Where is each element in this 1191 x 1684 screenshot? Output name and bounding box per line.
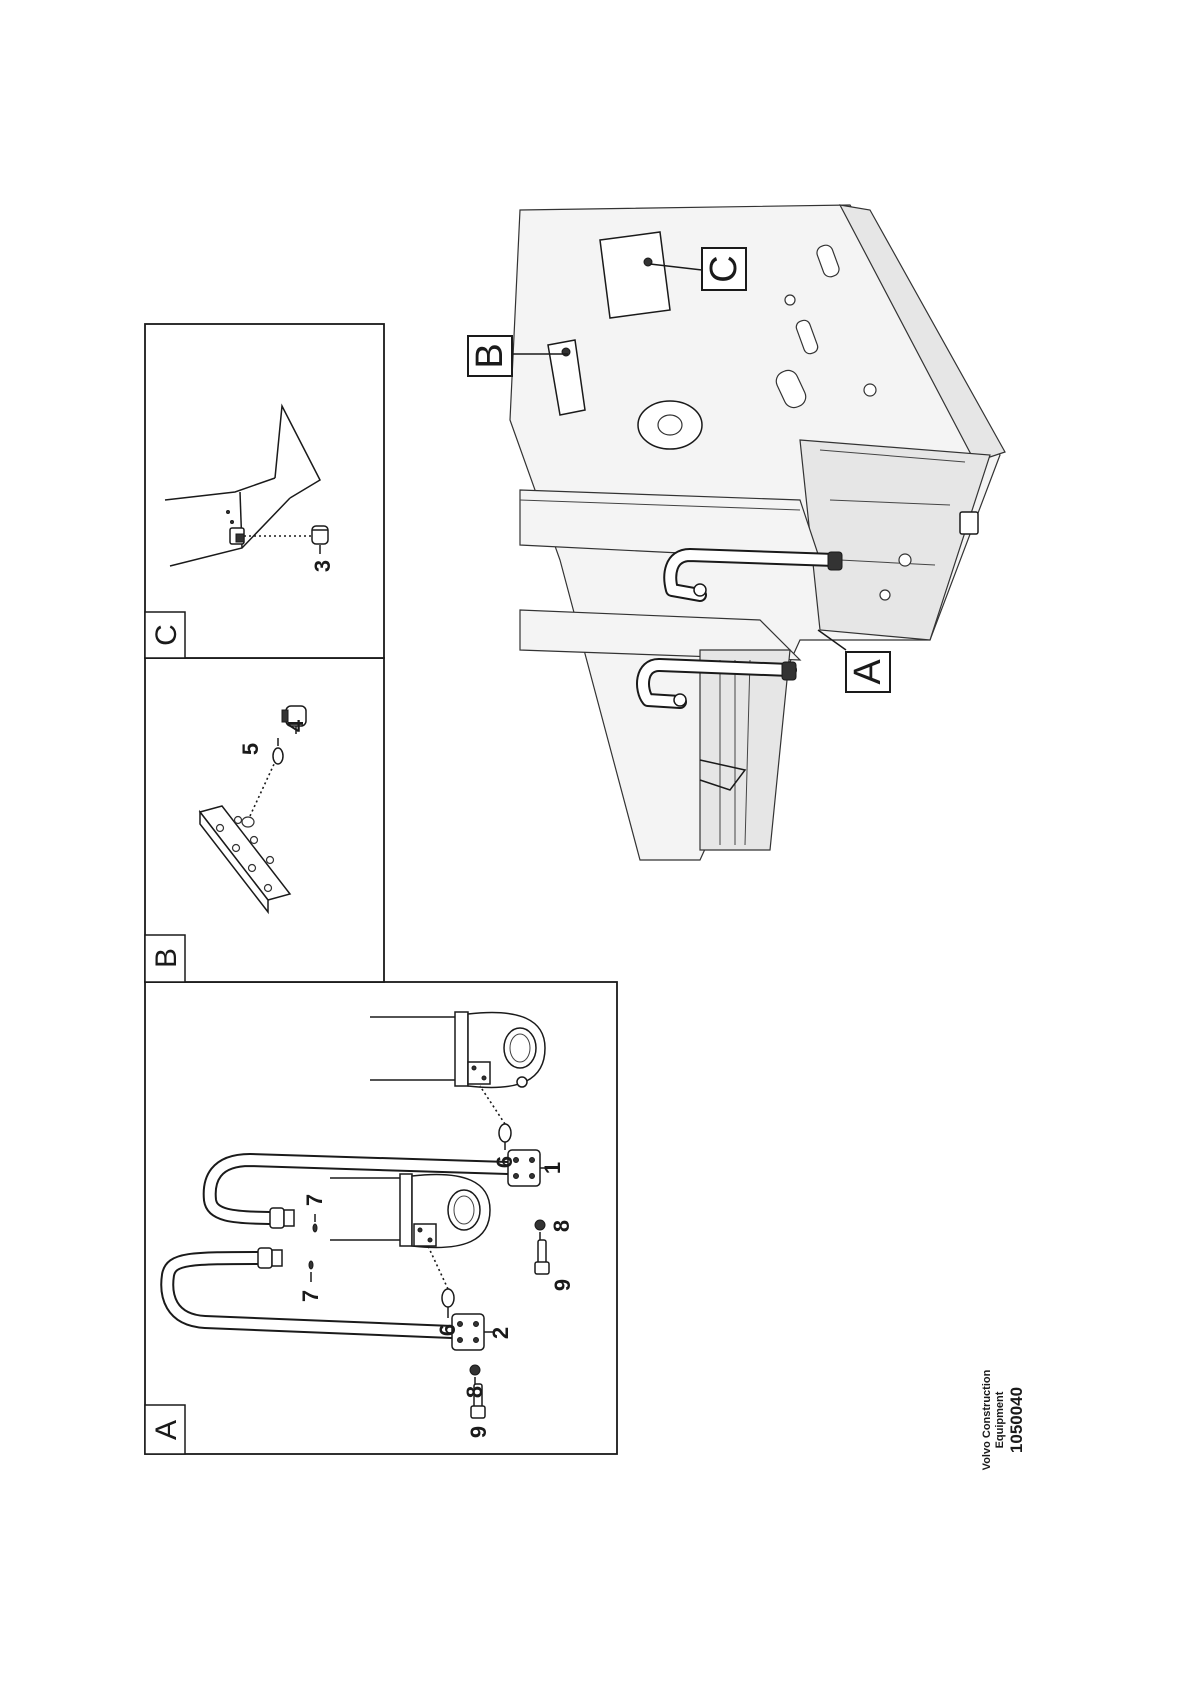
panel-b: B 5 4 [144, 657, 385, 983]
cap-3 [311, 525, 329, 545]
company-line-1: Volvo Construction [981, 1369, 993, 1470]
drawing-number: 1050040 [1007, 1387, 1026, 1453]
o-ring-7-upper [312, 1223, 318, 1233]
screw-9-upper [534, 1239, 550, 1275]
overview-label-a: A [847, 659, 889, 685]
screw-9-lower [470, 1383, 486, 1419]
lift-cylinder-upper [370, 1011, 546, 1089]
washer-8-upper [534, 1219, 546, 1231]
o-ring-5 [272, 747, 284, 765]
callout-7-lower: 7 [298, 1290, 323, 1302]
overview-label-c-box [701, 247, 747, 291]
panel-a: A [144, 981, 618, 1455]
company-line-2: Equipment [994, 1391, 1006, 1448]
footer-credit: Volvo Construction Equipment 1050040 [981, 1369, 1026, 1470]
panel-b-tab [144, 934, 186, 983]
panel-a-tab [144, 1404, 186, 1455]
callout-4: 4 [283, 719, 308, 732]
panel-b-frame [144, 657, 385, 983]
panel-c: C 3 [144, 323, 385, 659]
lift-cylinder-lower [330, 1173, 491, 1249]
panel-c-frame [144, 323, 385, 659]
plug-marker-b [561, 347, 571, 357]
o-ring-6-upper [498, 1123, 512, 1143]
washer-8-lower [469, 1364, 481, 1376]
callout-1: 1 [540, 1162, 565, 1174]
panel-c-letter: C [150, 624, 183, 646]
mounting-plate [198, 805, 292, 915]
hose-2 [160, 1247, 485, 1351]
fitting-on-bracket [229, 527, 245, 545]
machine-overview: B C A [467, 204, 1006, 861]
callout-8-upper: 8 [549, 1220, 574, 1232]
callout-8-lower: 8 [462, 1386, 487, 1398]
o-ring-7-lower [308, 1260, 314, 1270]
o-ring-6-lower [441, 1288, 455, 1308]
overview-label-c: C [703, 255, 745, 282]
callout-6-lower: 6 [435, 1324, 460, 1336]
panel-c-tab [144, 611, 186, 659]
callout-3: 3 [310, 560, 335, 572]
overview-label-b: B [469, 343, 511, 368]
callout-9-lower: 9 [466, 1426, 491, 1438]
panel-b-letter: B [150, 948, 183, 968]
callout-5: 5 [238, 743, 263, 755]
callout-7-upper: 7 [302, 1194, 327, 1206]
hose-1 [202, 1149, 541, 1229]
overview-label-a-box [845, 651, 891, 693]
callout-6-upper: 6 [492, 1156, 517, 1168]
callout-2: 2 [488, 1327, 513, 1339]
panel-a-letter: A [150, 1420, 183, 1440]
callout-9-upper: 9 [550, 1279, 575, 1291]
overview-label-b-box [467, 335, 513, 377]
